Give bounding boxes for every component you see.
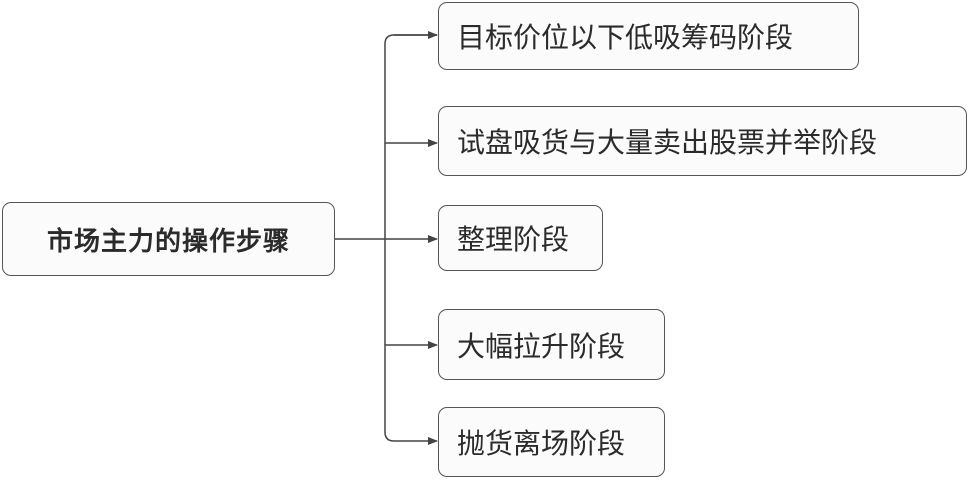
stage-label-4: 大幅拉升阶段: [457, 329, 626, 363]
stage-node-4: 大幅拉升阶段: [438, 309, 665, 380]
stage-label-2: 试盘吸货与大量卖出股票并举阶段: [457, 126, 878, 159]
stage-label-1: 目标价位以下低吸筹码阶段: [457, 21, 794, 54]
stage-node-3: 整理阶段: [438, 205, 603, 271]
stage-label-3: 整理阶段: [457, 223, 570, 256]
stage-node-5: 抛货离场阶段: [438, 407, 665, 477]
root-node: 市场主力的操作步骤: [2, 202, 335, 276]
stage-node-2: 试盘吸货与大量卖出股票并举阶段: [438, 106, 967, 176]
root-label: 市场主力的操作步骤: [46, 226, 290, 257]
stage-node-1: 目标价位以下低吸筹码阶段: [438, 2, 859, 70]
stage-label-5: 抛货离场阶段: [457, 427, 626, 460]
trunk-line: [384, 34, 438, 445]
